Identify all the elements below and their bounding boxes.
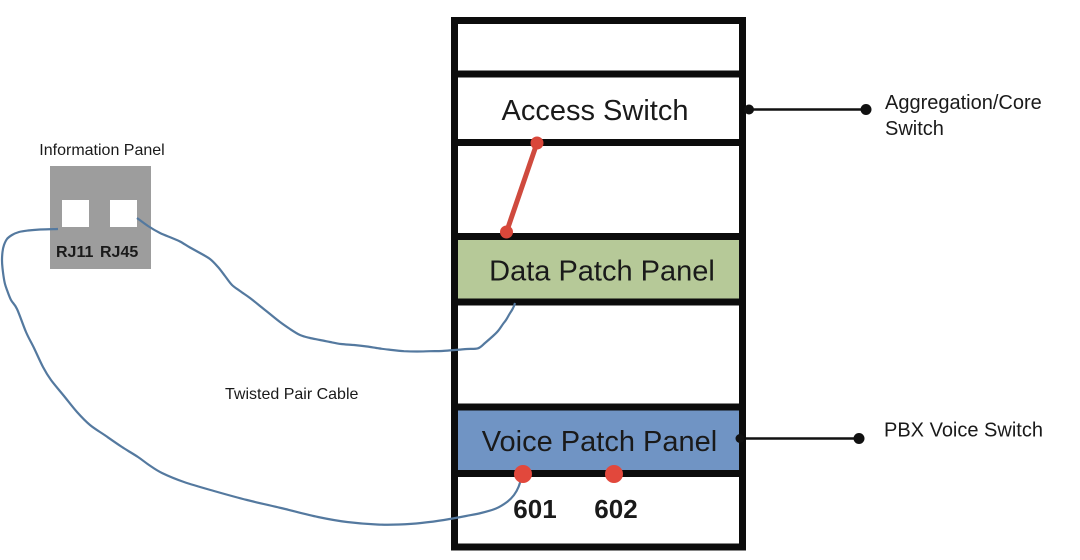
- svg-text:601: 601: [513, 494, 556, 524]
- svg-text:Aggregation/Core: Aggregation/Core: [885, 92, 1042, 114]
- svg-text:Data Patch Panel: Data Patch Panel: [489, 256, 715, 288]
- svg-text:Switch: Switch: [885, 118, 944, 140]
- svg-text:Access Switch: Access Switch: [502, 95, 689, 127]
- svg-text:PBX Voice Switch: PBX Voice Switch: [884, 420, 1043, 442]
- svg-text:602: 602: [594, 494, 637, 524]
- svg-text:Twisted Pair Cable: Twisted Pair Cable: [225, 386, 358, 403]
- svg-text:RJ45: RJ45: [100, 244, 138, 261]
- svg-text:RJ11: RJ11: [56, 244, 93, 261]
- svg-text:Information Panel: Information Panel: [39, 142, 164, 159]
- svg-text:Voice Patch Panel: Voice Patch Panel: [482, 426, 717, 458]
